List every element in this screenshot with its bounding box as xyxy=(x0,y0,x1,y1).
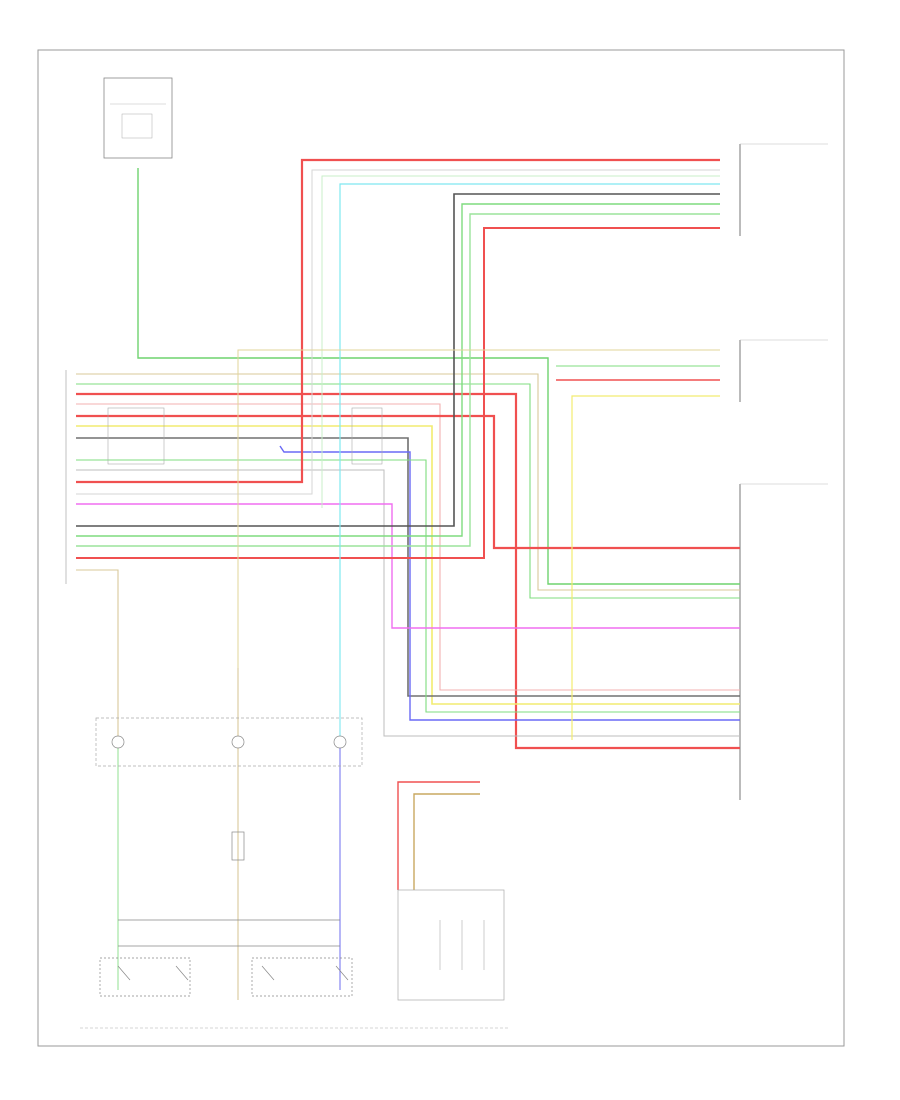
wire-red-11 xyxy=(76,158,720,484)
wire-green-switch xyxy=(137,168,740,585)
wire-lightgray-12 xyxy=(76,169,720,495)
steering-drops xyxy=(76,569,341,1000)
wire-red-17 xyxy=(76,227,720,559)
cruise-switch xyxy=(231,831,245,861)
passenger-switch xyxy=(103,77,173,159)
wire-red-cable xyxy=(397,781,480,890)
harness-wires xyxy=(76,158,740,750)
steering-wheel-connector xyxy=(95,717,363,767)
switch-wires xyxy=(137,168,740,585)
wire-green-16 xyxy=(76,213,720,547)
wire-darkgray-7 xyxy=(76,437,740,697)
passenger-climate-connector xyxy=(739,143,828,236)
wire-tan-audio xyxy=(237,349,720,668)
wire-green-9 xyxy=(76,459,740,713)
navigation-unit-connector xyxy=(739,483,828,800)
wire-yellow-audio xyxy=(571,395,720,740)
wire-tan-left-drop xyxy=(76,569,119,738)
wire-tan-cable xyxy=(413,793,480,890)
wire-lightgreen-top xyxy=(321,175,720,508)
bottom-bus xyxy=(118,919,340,947)
wire-dark-14 xyxy=(76,193,720,527)
audio-unit-connector xyxy=(739,339,828,402)
steering-controls-box xyxy=(397,781,505,1001)
wire-red-5 xyxy=(76,414,740,550)
wire-tan-1 xyxy=(76,373,740,591)
wire-pink-13 xyxy=(76,503,740,629)
wire-blue-8 xyxy=(279,445,740,721)
diagram-frame xyxy=(37,49,845,1047)
steering-switches xyxy=(99,957,353,997)
wire-pink-4 xyxy=(76,403,740,691)
wire-yellow-6 xyxy=(76,425,740,705)
wire-cyan-top xyxy=(339,183,720,660)
wire-red-3 xyxy=(76,392,740,750)
wire-green-15 xyxy=(76,203,720,537)
splice-blocks xyxy=(107,407,383,465)
wire-gray-10 xyxy=(76,469,740,737)
